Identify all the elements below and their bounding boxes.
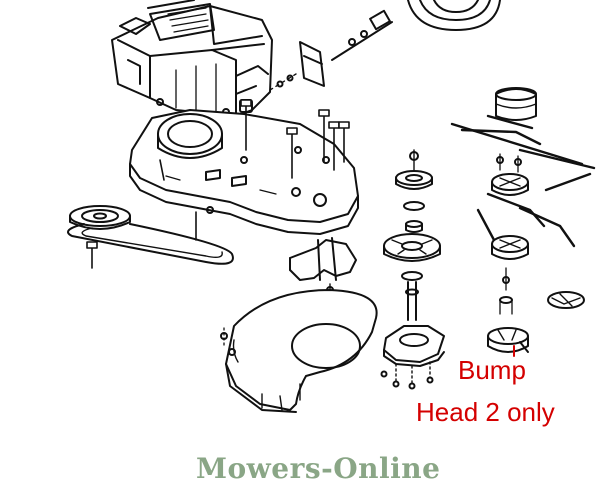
spindle-housing	[380, 325, 445, 390]
watermark-logo: Mowers-Online	[196, 452, 441, 485]
bump-head-spool	[491, 235, 529, 315]
spindle-pulley	[395, 149, 433, 211]
engine-deck	[129, 109, 359, 235]
annotation-line-1: Bump	[458, 355, 526, 385]
wheel	[407, 0, 501, 31]
belt-guard	[289, 237, 357, 297]
annotation-line-2: Head 2 only	[416, 397, 555, 427]
bump-head-knob	[487, 327, 529, 353]
spindle-shaft	[401, 271, 423, 321]
cutting-shroud	[220, 289, 378, 413]
bump-head-cap	[495, 87, 537, 121]
trimmer-lines	[450, 114, 596, 248]
axle-bracket	[269, 9, 393, 91]
bump-head-disc	[547, 291, 585, 309]
drive-pulley	[69, 205, 131, 230]
deck-bolts	[159, 99, 350, 241]
pulley-bolt	[86, 241, 98, 269]
bump-head-upper	[491, 153, 529, 196]
drive-belt	[67, 223, 234, 265]
spindle-hub	[383, 220, 441, 262]
engine	[111, 0, 273, 117]
